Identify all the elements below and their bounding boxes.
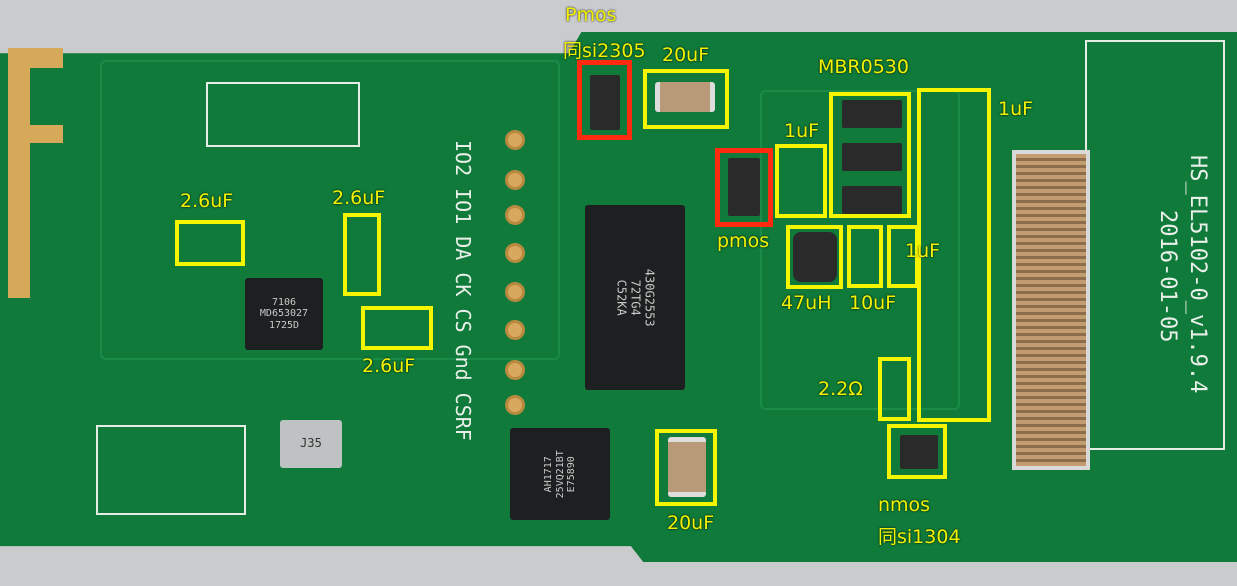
pin-label: IO1 [451, 188, 475, 225]
diode [842, 143, 902, 171]
pin-label: CSRF [451, 392, 475, 441]
test-pad [505, 395, 525, 415]
silkscreen-outline [206, 82, 360, 147]
inductor [793, 232, 837, 282]
mcu-chip: 430G2553 72TG4 C52KA [585, 205, 685, 390]
pin-label: CS [451, 308, 475, 333]
label-pmos-top-equiv: 同si2305 [563, 40, 646, 62]
flash-chip: AH1717 25VQ21BT E75890 [510, 428, 610, 520]
label-pmos-mid: pmos [717, 230, 770, 252]
highlight-cap-20uF-top [643, 69, 729, 129]
pin-label: IO2 [451, 140, 475, 177]
test-pad [505, 170, 525, 190]
pin-labels: IO2 IO1 DA CK CS Gnd CSRF [451, 140, 475, 441]
label-cap-2.6uF-low: 2.6uF [362, 355, 416, 377]
label-cap-1uF-right: 1uF [998, 98, 1034, 120]
label-diode: MBR0530 [818, 56, 909, 78]
label-cap-1uF-mid: 1uF [784, 120, 820, 142]
label-nmos: nmos [878, 494, 931, 516]
label-nmos-equiv: 同si1304 [878, 526, 961, 548]
highlight-cap-20uF-bottom [655, 429, 717, 506]
chip-text: E75890 [565, 455, 577, 493]
chip-text: AH1717 [542, 455, 554, 493]
chip-text: J35 [300, 436, 322, 451]
highlight-nmos [887, 424, 947, 479]
antenna-trace [8, 125, 63, 143]
highlight-diodes [829, 92, 911, 218]
highlight-inductor [786, 225, 843, 289]
board-version: HS_EL5102-0_v1.9.4 [1185, 155, 1210, 394]
pin-label: DA [451, 236, 475, 261]
chip-text: 7106 [271, 296, 297, 308]
pcb-trace [100, 60, 560, 360]
test-pad [505, 282, 525, 302]
rf-chip: 7106 MD653027 1725D [245, 278, 323, 350]
diode [842, 186, 902, 214]
highlight-resistor [878, 357, 911, 421]
antenna-trace [8, 48, 30, 298]
capacitor [668, 437, 706, 497]
board-date: 2016-01-05 [1155, 210, 1180, 343]
label-cap-10uF: 10uF [849, 292, 897, 314]
highlight-pmos-top [577, 60, 632, 140]
highlight-cap-2.6uF-left [175, 220, 245, 266]
label-resistor: 2.2Ω [818, 378, 863, 400]
label-cap-20uF-bottom: 20uF [667, 512, 715, 534]
antenna-trace [8, 48, 63, 68]
label-cap-2.6uF-mid: 2.6uF [332, 187, 386, 209]
test-pad [505, 205, 525, 225]
diode [842, 100, 902, 128]
fpc-connector [1012, 150, 1090, 470]
pin-label: CK [451, 272, 475, 297]
highlight-caps-right [917, 88, 991, 422]
crystal: J35 [280, 420, 342, 468]
chip-text: 72TG4 [628, 279, 643, 316]
chip-text: 430G2553 [642, 268, 657, 327]
capacitor [655, 82, 715, 112]
label-cap-1uF-small: 1uF [905, 240, 941, 262]
test-pad [505, 130, 525, 150]
pin-label: Gnd [451, 344, 475, 381]
label-inductor: 47uH [781, 292, 832, 314]
highlight-cap-2.6uF-mid [343, 213, 381, 296]
label-cap-2.6uF-left: 2.6uF [180, 190, 234, 212]
test-pad [505, 243, 525, 263]
chip-text: C52KA [615, 279, 630, 316]
transistor [728, 158, 760, 216]
pcb-trace [760, 90, 960, 410]
highlight-cap-2.6uF-low [361, 306, 433, 350]
chip-text: 25VQ21BT [554, 449, 566, 499]
label-pmos-top: Pmos [565, 4, 617, 26]
transistor [900, 435, 938, 469]
label-cap-20uF-top: 20uF [662, 44, 710, 66]
chip-text: MD653027 [259, 308, 309, 320]
test-pad [505, 320, 525, 340]
highlight-cap-1uF-mid [775, 144, 827, 218]
highlight-cap-10uF [847, 225, 883, 288]
chip-text: 1725D [268, 319, 300, 331]
silkscreen-outline [96, 425, 246, 515]
highlight-pmos-mid [715, 148, 773, 227]
test-pad [505, 360, 525, 380]
transistor [590, 75, 620, 130]
